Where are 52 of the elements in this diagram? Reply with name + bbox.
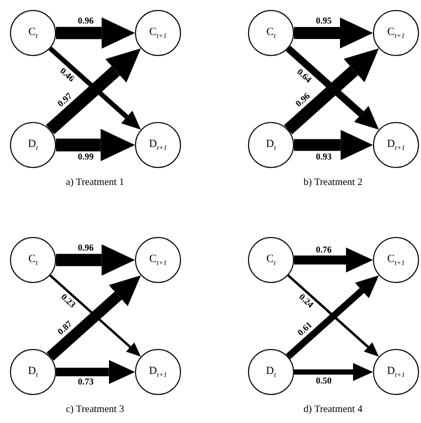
state-circle — [135, 10, 181, 56]
state-label: C$_{t}$ — [266, 252, 276, 268]
state-label: D$_{t}$ — [266, 364, 276, 380]
panel-caption: b) Treatment 2 — [304, 177, 362, 188]
state-label: C$_{t+1}$ — [387, 26, 405, 40]
state-circle — [10, 122, 56, 168]
arrow — [56, 17, 135, 49]
state-circle — [248, 122, 294, 168]
state-circle — [373, 10, 419, 56]
edge-label: 0.96 — [76, 16, 95, 26]
state-circle — [248, 349, 294, 395]
arrow — [294, 18, 373, 48]
state-label: D$_{t}$ — [28, 138, 38, 152]
arrow — [294, 130, 373, 160]
state-label: C$_{t}$ — [28, 252, 38, 268]
panel-caption: a) Treatment 1 — [66, 177, 124, 188]
state-label: D$_{t}$ — [266, 138, 276, 152]
state-circle — [10, 349, 56, 395]
state-circle — [135, 122, 181, 168]
state-label: C$_{t+1}$ — [149, 26, 167, 40]
state-circle — [373, 122, 419, 168]
state-circle — [135, 237, 181, 283]
edge-label: 0.99 — [76, 152, 95, 162]
state-label: C$_{t}$ — [266, 26, 276, 40]
state-label: C$_{t+1}$ — [149, 252, 167, 268]
state-label: D$_{t+1}$ — [386, 364, 406, 380]
state-label: C$_{t}$ — [28, 26, 38, 40]
state-circle — [135, 349, 181, 395]
state-circle — [373, 237, 419, 283]
edge-label: 0.93 — [314, 152, 333, 162]
state-label: C$_{t+1}$ — [387, 252, 405, 268]
arrow — [56, 244, 135, 276]
edge-label: 0.50 — [314, 376, 333, 386]
edge-label: 0.96 — [76, 243, 95, 252]
edge-label: 0.73 — [76, 378, 95, 387]
state-circle — [10, 237, 56, 283]
arrow — [294, 248, 373, 272]
state-label: D$_{t+1}$ — [386, 138, 406, 152]
state-circle — [373, 349, 419, 395]
state-circle — [10, 10, 56, 56]
state-circle — [248, 10, 294, 56]
arrow — [294, 363, 373, 381]
arrow — [56, 360, 135, 384]
state-label: D$_{t}$ — [28, 364, 38, 380]
state-label: D$_{t+1}$ — [148, 364, 168, 380]
state-circle — [248, 237, 294, 283]
edge-label: 0.76 — [314, 245, 333, 254]
panel-caption: d) Treatment 4 — [304, 404, 362, 415]
arrow — [56, 128, 135, 162]
panel-caption: c) Treatment 3 — [66, 404, 124, 415]
state-label: D$_{t+1}$ — [148, 138, 168, 152]
edge-label: 0.95 — [314, 16, 333, 26]
